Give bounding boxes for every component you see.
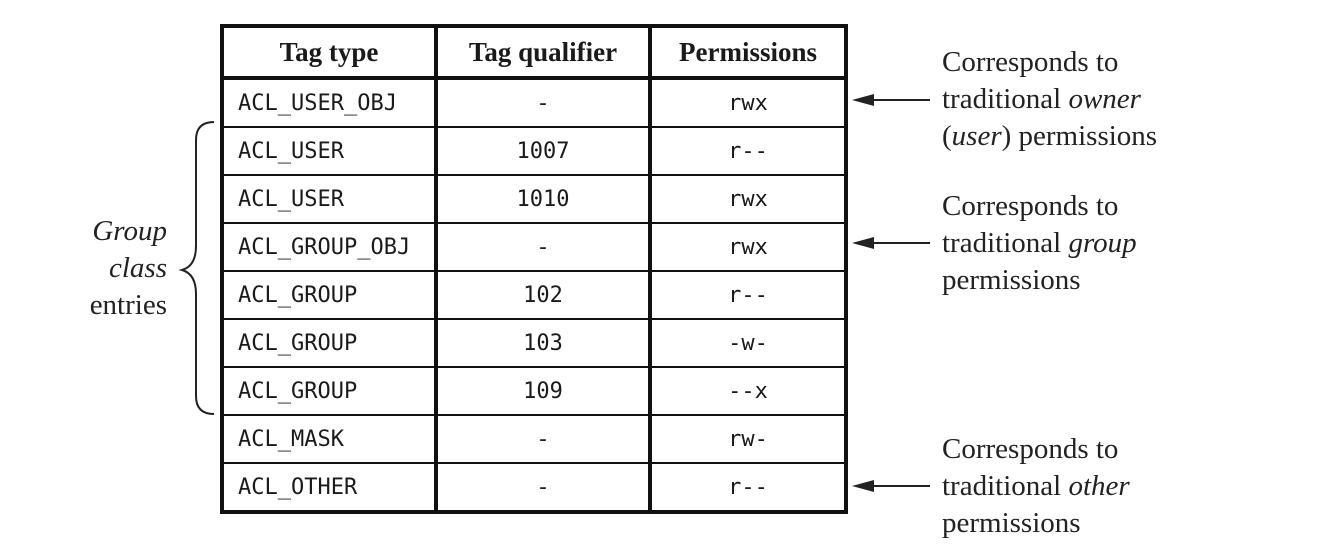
owner-annotation-prefix: traditional <box>942 83 1069 115</box>
group-class-label: Group class entries <box>90 213 167 324</box>
other-annotation-line1: Corresponds to <box>942 433 1119 465</box>
group-class-line1: Group <box>92 215 167 247</box>
tag-qualifier-cell: - <box>435 222 652 272</box>
tag-qualifier-cell: 1007 <box>435 126 652 176</box>
tag-type-cell: ACL_OTHER <box>221 462 438 513</box>
tag-qualifier-cell: - <box>435 77 652 128</box>
header-permissions: Permissions <box>649 25 847 79</box>
group-annotation: Corresponds to traditional group permiss… <box>942 188 1137 299</box>
permissions-cell: r-- <box>649 462 847 513</box>
table-row: ACL_GROUP 109 --x <box>221 366 847 416</box>
permissions-cell: r-- <box>649 270 847 320</box>
table-row: ACL_GROUP 103 -w- <box>221 318 847 368</box>
other-annotation-line3: permissions <box>942 507 1081 539</box>
owner-annotation-open-paren: ( <box>942 120 952 152</box>
tag-type-cell: ACL_MASK <box>221 414 438 464</box>
owner-annotation-line2: traditional owner <box>942 81 1157 118</box>
other-arrow-icon <box>852 480 930 492</box>
group-class-line2: class <box>109 252 167 284</box>
permissions-cell: -w- <box>649 318 847 368</box>
tag-type-cell: ACL_USER <box>221 126 438 176</box>
permissions-cell: rwx <box>649 174 847 224</box>
owner-annotation: Corresponds to traditional owner (user) … <box>942 44 1157 155</box>
permissions-cell: r-- <box>649 126 847 176</box>
other-annotation-line2: traditional other <box>942 468 1130 505</box>
owner-annotation-rest: ) permissions <box>1001 120 1158 152</box>
group-annotation-emph: group <box>1068 227 1137 259</box>
owner-arrow-icon <box>852 94 930 106</box>
tag-type-cell: ACL_USER <box>221 174 438 224</box>
other-annotation-emph: other <box>1068 470 1130 502</box>
group-arrow-icon <box>852 237 930 249</box>
group-annotation-line3: permissions <box>942 264 1081 296</box>
tag-type-cell: ACL_USER_OBJ <box>221 77 438 128</box>
permissions-cell: --x <box>649 366 847 416</box>
tag-qualifier-cell: 102 <box>435 270 652 320</box>
owner-annotation-emph: owner <box>1068 83 1141 115</box>
curly-brace-icon <box>178 121 215 415</box>
tag-qualifier-cell: 1010 <box>435 174 652 224</box>
table-row: ACL_MASK - rw- <box>221 414 847 464</box>
other-annotation-prefix: traditional <box>942 470 1069 502</box>
group-class-line3: entries <box>89 289 167 321</box>
tag-type-cell: ACL_GROUP <box>221 270 438 320</box>
tag-type-cell: ACL_GROUP_OBJ <box>221 222 438 272</box>
owner-annotation-line1: Corresponds to <box>942 46 1119 78</box>
permissions-cell: rwx <box>649 222 847 272</box>
acl-entries-table: Tag type Tag qualifier Permissions ACL_U… <box>220 24 848 514</box>
header-tag-qualifier: Tag qualifier <box>435 25 652 79</box>
other-annotation: Corresponds to traditional other permiss… <box>942 431 1130 542</box>
tag-qualifier-cell: 109 <box>435 366 652 416</box>
table-header-row: Tag type Tag qualifier Permissions <box>221 25 847 79</box>
owner-annotation-line3: (user) permissions <box>942 118 1157 155</box>
table-row: ACL_USER 1010 rwx <box>221 174 847 224</box>
table-row: ACL_OTHER - r-- <box>221 462 847 513</box>
table-row: ACL_USER 1007 r-- <box>221 126 847 176</box>
permissions-cell: rw- <box>649 414 847 464</box>
owner-annotation-user: user <box>951 120 1002 152</box>
tag-qualifier-cell: - <box>435 462 652 513</box>
table-row: ACL_GROUP 102 r-- <box>221 270 847 320</box>
tag-qualifier-cell: - <box>435 414 652 464</box>
table-row: ACL_GROUP_OBJ - rwx <box>221 222 847 272</box>
group-annotation-line2: traditional group <box>942 225 1137 262</box>
group-annotation-prefix: traditional <box>942 227 1069 259</box>
tag-type-cell: ACL_GROUP <box>221 318 438 368</box>
group-annotation-line1: Corresponds to <box>942 190 1119 222</box>
table-row: ACL_USER_OBJ - rwx <box>221 77 847 128</box>
tag-qualifier-cell: 103 <box>435 318 652 368</box>
tag-type-cell: ACL_GROUP <box>221 366 438 416</box>
permissions-cell: rwx <box>649 77 847 128</box>
header-tag-type: Tag type <box>221 25 438 79</box>
